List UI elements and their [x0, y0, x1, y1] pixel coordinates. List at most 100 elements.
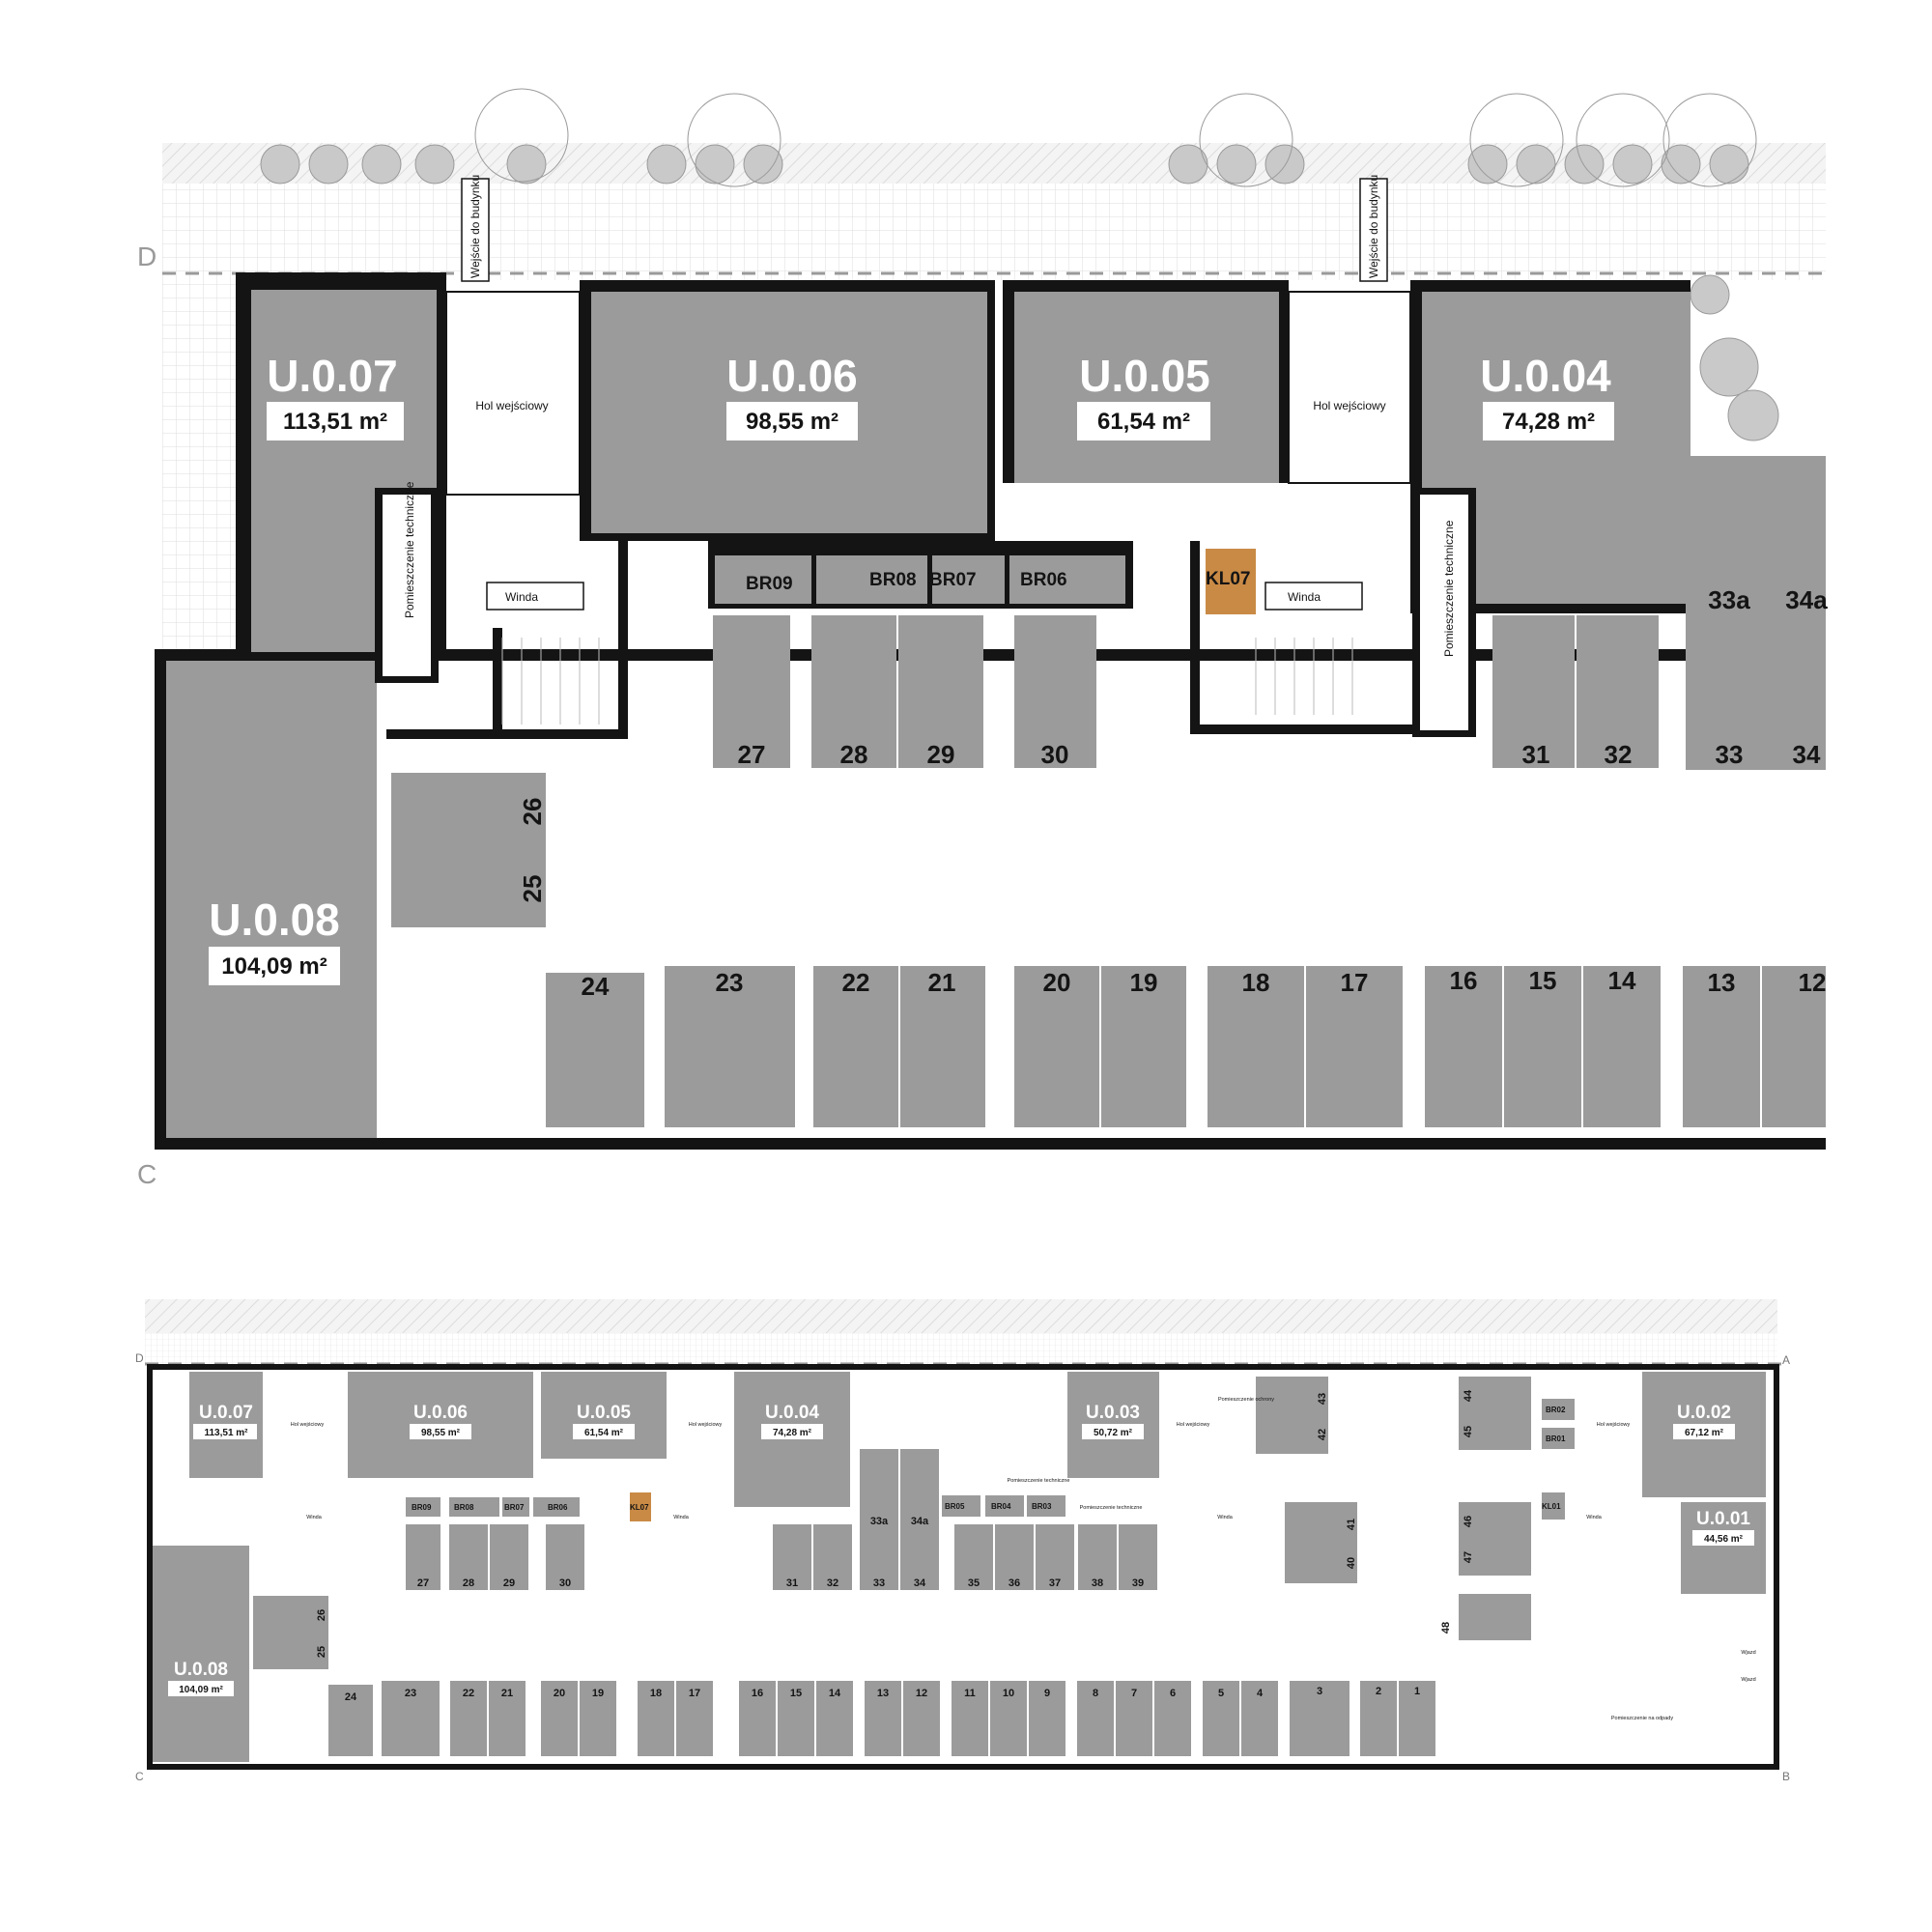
ov-parking-spot[interactable] — [778, 1681, 814, 1756]
ov-unit-u001[interactable] — [1681, 1502, 1766, 1594]
ov-parking-spot[interactable] — [739, 1681, 776, 1756]
ov-parking-spot[interactable] — [546, 1524, 584, 1590]
ov-parking-spot[interactable] — [903, 1681, 940, 1756]
ov-storage-br03[interactable] — [1027, 1495, 1065, 1517]
ov-parking-spot[interactable] — [995, 1524, 1034, 1590]
ov-parking-spot[interactable] — [816, 1681, 853, 1756]
ov-parking-spot[interactable] — [952, 1681, 988, 1756]
parking-spot[interactable] — [1306, 966, 1403, 1127]
hall-right-label: Hol wejściowy — [1313, 399, 1385, 412]
parking-label: 18 — [1242, 968, 1270, 997]
ov-cellar-kl07[interactable] — [630, 1492, 651, 1521]
ov-wjazd-label: Wjazd — [1741, 1650, 1755, 1656]
parking-label: 24 — [582, 972, 610, 1001]
ov-unit-u001-area: 44,56 m² — [1704, 1534, 1744, 1545]
parking-spot[interactable] — [1101, 966, 1186, 1127]
parking-spot[interactable] — [546, 973, 644, 1127]
ov-parking-side[interactable] — [253, 1596, 328, 1669]
ov-parking-label: 30 — [559, 1577, 571, 1589]
parking-spot[interactable] — [1014, 966, 1099, 1127]
ov-parking-spot[interactable] — [1285, 1502, 1357, 1583]
parking-spot[interactable] — [813, 966, 898, 1127]
storage-br06[interactable] — [1009, 555, 1125, 604]
ov-parking-spot[interactable] — [450, 1681, 487, 1756]
ov-tech-label: Pomieszczenie techniczne — [1080, 1505, 1143, 1511]
storage-br08[interactable] — [816, 555, 927, 604]
ov-parking-spot[interactable] — [1459, 1502, 1531, 1576]
ov-parking-spot[interactable] — [1203, 1681, 1239, 1756]
parking-spot[interactable] — [713, 615, 790, 768]
ov-parking-spot[interactable] — [900, 1449, 939, 1590]
ov-parking-spot[interactable] — [1029, 1681, 1065, 1756]
ov-parking-spot[interactable] — [1116, 1681, 1152, 1756]
ov-parking-spot[interactable] — [1036, 1524, 1074, 1590]
ov-parking-label: 33 — [873, 1577, 885, 1589]
ov-cellar-kl01[interactable] — [1542, 1492, 1565, 1520]
ov-parking-spot[interactable] — [1459, 1377, 1531, 1450]
ov-storage-br04[interactable] — [985, 1495, 1024, 1517]
parking-spot[interactable] — [1208, 966, 1304, 1127]
ov-parking-spot[interactable] — [990, 1681, 1027, 1756]
ov-storage-br07[interactable] — [502, 1497, 529, 1517]
storage-br09[interactable] — [715, 555, 811, 604]
ov-parking-spot[interactable] — [954, 1524, 993, 1590]
parking-spot[interactable] — [900, 966, 985, 1127]
parking-spot[interactable] — [811, 615, 896, 768]
ov-parking-spot[interactable] — [1256, 1377, 1328, 1454]
ov-parking-spot[interactable] — [1154, 1681, 1191, 1756]
ov-parking-spot[interactable] — [1119, 1524, 1157, 1590]
ov-parking-label: 21 — [501, 1688, 513, 1699]
ov-parking-spot[interactable] — [1399, 1681, 1435, 1756]
ov-parking-spot[interactable] — [773, 1524, 811, 1590]
ov-parking-spot[interactable] — [490, 1524, 528, 1590]
unit-u008-id: U.0.08 — [209, 895, 340, 945]
ov-parking-spot[interactable] — [1078, 1524, 1117, 1590]
parking-spot[interactable] — [1762, 966, 1826, 1127]
ov-storage-br08[interactable] — [449, 1497, 499, 1517]
parking-spot[interactable] — [1583, 966, 1661, 1127]
ov-parking-label: 42 — [1317, 1429, 1328, 1440]
unit-u008[interactable] — [166, 661, 377, 1138]
ov-unit-u005[interactable] — [541, 1372, 667, 1459]
parking-spot[interactable] — [898, 615, 983, 768]
ov-storage-br05[interactable] — [942, 1495, 980, 1517]
ov-parking-spot[interactable] — [406, 1524, 440, 1590]
ov-parking-spot[interactable] — [580, 1681, 616, 1756]
ov-parking-spot[interactable] — [1241, 1681, 1278, 1756]
ov-parking-spot[interactable] — [449, 1524, 488, 1590]
ov-parking-spot[interactable] — [328, 1685, 373, 1756]
ov-storage-br02[interactable] — [1542, 1399, 1575, 1420]
parking-spot[interactable] — [1504, 966, 1581, 1127]
parking-label: 13 — [1708, 968, 1736, 997]
ov-parking-spot[interactable] — [1077, 1681, 1114, 1756]
ov-parking-spot[interactable] — [865, 1681, 901, 1756]
storage-br07[interactable] — [932, 555, 1005, 604]
cellar-kl07[interactable] — [1206, 549, 1256, 614]
ov-parking-spot[interactable] — [638, 1681, 674, 1756]
unit-u005[interactable] — [1014, 292, 1279, 483]
ov-parking-spot[interactable] — [1459, 1594, 1531, 1640]
ov-parking-label: 13 — [877, 1688, 889, 1699]
ov-storage-br06[interactable] — [533, 1497, 580, 1517]
parking-spot[interactable] — [1492, 615, 1575, 768]
ov-parking-spot[interactable] — [1290, 1681, 1350, 1756]
parking-spot[interactable] — [1014, 615, 1096, 768]
parking-spot[interactable] — [1683, 966, 1760, 1127]
ov-parking-spot[interactable] — [541, 1681, 578, 1756]
parking-label: 17 — [1341, 968, 1369, 997]
ov-parking-spot[interactable] — [382, 1681, 440, 1756]
ov-parking-spot[interactable] — [489, 1681, 526, 1756]
parking-spot[interactable] — [1425, 966, 1502, 1127]
ov-parking-spot[interactable] — [1360, 1681, 1397, 1756]
ov-unit-u008[interactable] — [153, 1546, 249, 1762]
ov-storage-br01[interactable] — [1542, 1428, 1575, 1449]
parking-side[interactable] — [391, 773, 546, 927]
ov-parking-spot[interactable] — [813, 1524, 852, 1590]
parking-spot[interactable] — [665, 966, 795, 1127]
parking-spot[interactable] — [1686, 456, 1826, 770]
ov-parking-spot[interactable] — [676, 1681, 713, 1756]
ov-parking-label: 32 — [827, 1577, 838, 1589]
parking-spot[interactable] — [1577, 615, 1659, 768]
ov-parking-spot[interactable] — [860, 1449, 898, 1590]
ov-storage-br09[interactable] — [406, 1497, 440, 1517]
